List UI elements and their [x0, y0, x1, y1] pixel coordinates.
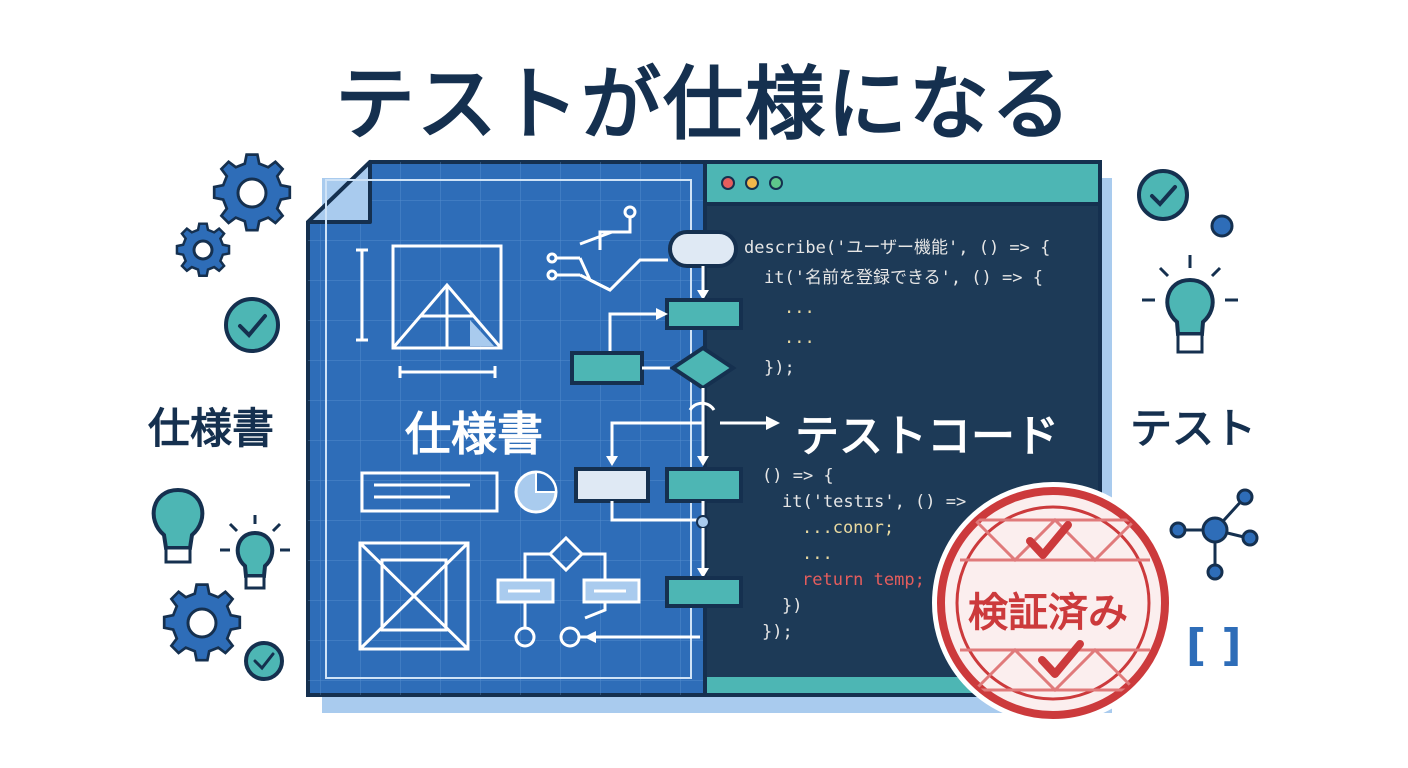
- blueprint-label: 仕様書: [405, 407, 543, 461]
- lightbulb-right-icon: [1142, 255, 1238, 354]
- code-line: it('名前を登録できる', () => {: [764, 268, 1043, 288]
- right-label: テスト: [1130, 404, 1257, 453]
- left-label: 仕様書: [148, 404, 275, 453]
- code-line: ...conor;: [802, 518, 895, 538]
- code-line: }): [782, 596, 803, 616]
- code-line: });: [764, 358, 795, 378]
- text-block-icon: [360, 471, 499, 513]
- verified-stamp: [932, 482, 1174, 724]
- flowchart: [570, 230, 780, 643]
- circuit-icon: [546, 205, 668, 292]
- code-line: ...: [784, 328, 815, 348]
- stamp-check-top-icon: [1026, 521, 1072, 559]
- check-circle-small-icon: [244, 641, 284, 681]
- code-line: it('testɪs', () =>: [782, 492, 967, 512]
- stamp-check-bottom-icon: [1038, 640, 1084, 678]
- code-block-bottom: () => { it('testɪs', () => ...conor;... ret…: [762, 466, 966, 646]
- maximize-dot-icon: [769, 176, 783, 190]
- code-line: describe('ユーザー機能', () => {: [744, 238, 1051, 258]
- floorplan-drawing: [356, 244, 503, 378]
- gear-bottom-icon: [162, 583, 242, 662]
- check-circle-left-icon: [224, 297, 280, 353]
- code-block-top: describe('ユーザー機能', () => { it('名前を登録できる',…: [744, 238, 1089, 383]
- brackets-icon: [ ]: [1186, 620, 1242, 671]
- plan-drawing: [358, 541, 470, 651]
- minimize-dot-icon: [745, 176, 759, 190]
- pie-chart-icon: [514, 470, 558, 514]
- code-line: ...: [784, 298, 815, 318]
- code-line: });: [762, 622, 793, 642]
- check-circle-right-icon: [1137, 169, 1189, 221]
- transition-label: テストコード: [795, 411, 1059, 462]
- close-dot-icon: [721, 176, 735, 190]
- stamp-label: 検証済み: [968, 590, 1128, 636]
- page-title: テストが仕様になる: [335, 58, 1073, 151]
- code-line: ...: [802, 544, 833, 564]
- network-icon: [1169, 488, 1259, 581]
- blueprint-document: [306, 160, 707, 697]
- mini-flowchart: [496, 535, 700, 648]
- page-fold: [306, 160, 372, 224]
- gear-large-icon: [212, 153, 292, 232]
- lightbulb-small-icon: [220, 515, 290, 590]
- code-line: () => {: [762, 466, 834, 486]
- lightbulb-left-icon: [151, 487, 205, 564]
- code-line: return temp;: [802, 570, 925, 590]
- gear-small-icon: [175, 222, 231, 278]
- editor-titlebar: [703, 160, 1102, 206]
- dot-icon: [1210, 214, 1234, 238]
